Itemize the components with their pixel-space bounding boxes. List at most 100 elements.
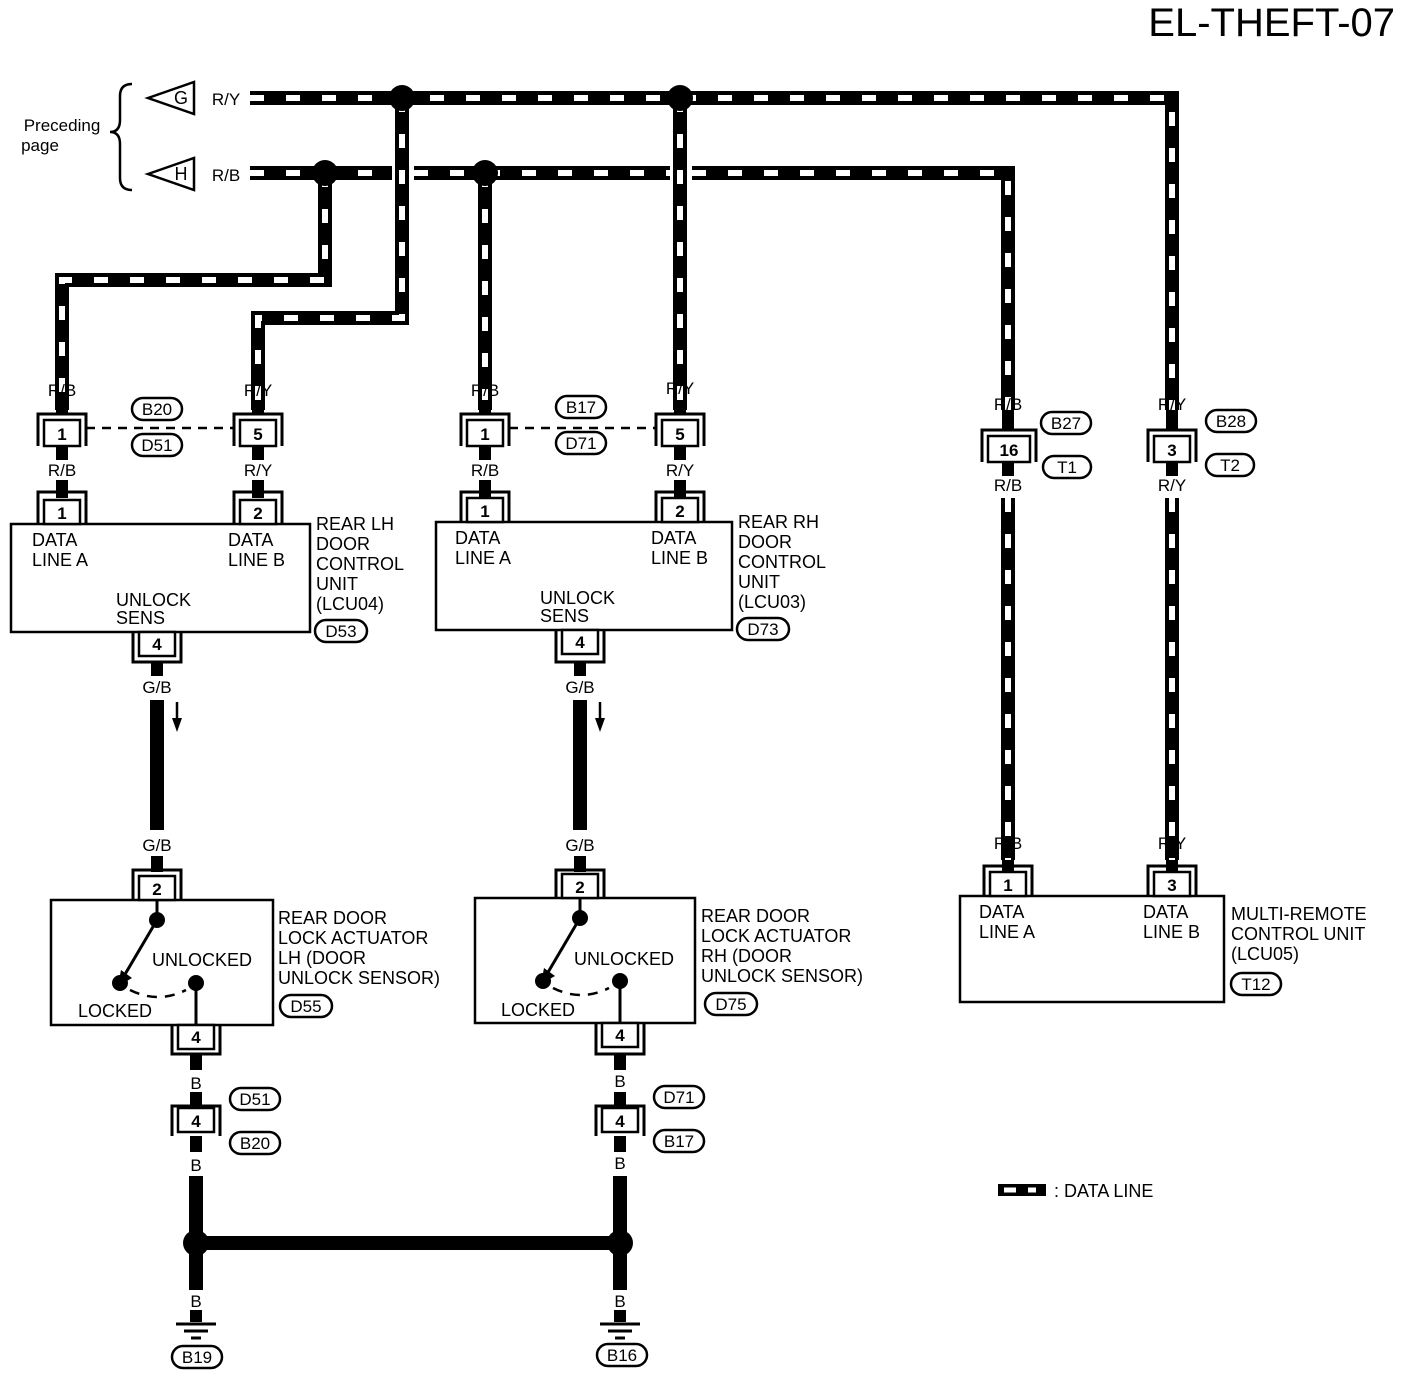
svg-text:4: 4 [615,1112,625,1131]
lcu05-pin-1: 1 [982,864,1034,898]
connector-d71-top: D71 [565,434,596,453]
wire-color-t1-rb-2: R/B [994,476,1022,495]
lcu03-pin-2: 2 [654,490,706,524]
splice-rb-2 [472,160,498,186]
svg-text:4: 4 [191,1028,201,1047]
lcu04-pin-1: 1 [36,490,88,526]
connector-d53: D53 [325,622,356,641]
lcu04-name-2: DOOR [316,534,370,554]
lcu04-data-b-label-2: LINE B [228,550,285,570]
terminal-g-label: G [174,88,188,108]
connector-d71-4: 4 [594,1104,646,1136]
svg-text:4: 4 [152,635,162,654]
lcu05-data-b-label-2: LINE B [1143,922,1200,942]
lcu04-name-3: CONTROL [316,554,404,574]
wire-color-rh-ry-1: R/Y [666,379,694,398]
current-arrow-rh [595,702,605,732]
svg-text:4: 4 [191,1112,201,1131]
actuator-rh-unlocked: UNLOCKED [574,949,674,969]
splice-ground-rh [607,1230,633,1256]
lcu04-data-a-label: DATA [32,530,77,550]
connector-d51-top: D51 [141,436,172,455]
data-line-ry-group [250,91,1179,860]
lcu04-box [9,522,312,634]
wire-color-lh-ry-2: R/Y [244,461,272,480]
splice-ry-2 [667,85,693,111]
lcu03-data-b-label: DATA [651,528,696,548]
connector-b28-3: 3 [1146,428,1198,464]
connector-d75: D75 [715,995,746,1014]
lcu04-pin-2: 2 [232,490,284,526]
svg-text:1: 1 [57,425,66,444]
svg-text:4: 4 [575,633,585,652]
lcu03-name-3: CONTROL [738,552,826,572]
wire-color-lh-b-1: B [190,1074,201,1093]
lcu04-name-5: (LCU04) [316,594,384,614]
lcu03-name-5: (LCU03) [738,592,806,612]
connector-id-pills [130,394,1283,1370]
connector-rh-1: 1 [459,412,511,448]
wire-color-rh-b-1: B [614,1072,625,1091]
wire-color-lh-rb-1: R/B [48,381,76,400]
connector-b16: B16 [607,1346,637,1365]
connector-d55: D55 [290,997,321,1016]
wire-color-lh-b-2: B [190,1156,201,1175]
data-line-rb-group [55,166,1015,860]
svg-text:3: 3 [1167,876,1176,895]
actuator-rh-pin-2: 2 [554,868,606,900]
actuator-lh-pin-4: 4 [170,1023,222,1056]
wire-color-rh-rb-2: R/B [471,461,499,480]
connector-d71-bottom: D71 [663,1088,694,1107]
lcu05-name-3: (LCU05) [1231,944,1299,964]
lcu04-data-a-label-2: LINE A [32,550,88,570]
wire-color-labels: R/B R/Y R/B R/Y R/B R/Y R/B R/Y R/B R/Y … [48,379,1186,1311]
connector-b28: B28 [1216,412,1246,431]
connector-b19: B19 [182,1348,212,1367]
terminal-h-arrow [144,156,196,192]
lcu05-pin-3: 3 [1146,864,1198,898]
splice-ground-lh [183,1230,209,1256]
lcu04-unlock-label: UNLOCK [116,590,191,610]
svg-text:4: 4 [615,1026,625,1045]
wire-color-lh-b-3: B [190,1292,201,1311]
actuator-lh-name-4: UNLOCK SENSOR) [278,968,440,988]
ground-symbol-rh [600,1322,640,1340]
connector-lh-5: 5 [232,412,284,448]
connector-t2: T2 [1220,456,1240,475]
svg-text:5: 5 [675,425,684,444]
switch-rh [535,898,628,1023]
connector-b27: B27 [1051,414,1081,433]
wire-color-rh-ry-2: R/Y [666,461,694,480]
legend-data-line-label: : DATA LINE [1054,1181,1153,1201]
connector-d51-4: 4 [170,1104,222,1136]
wire-color-lh-gb-2: G/B [142,836,171,855]
wire-color-t2-ry-2: R/Y [1158,476,1186,495]
terminal-h-label: H [175,164,188,184]
splice-rb-1 [312,160,338,186]
preceding-page-label: Preceding [24,116,101,135]
actuator-lh-name-1: REAR DOOR [278,908,387,928]
connector-d51-bottom: D51 [239,1090,270,1109]
lcu05-name-1: MULTI-REMOTE [1231,904,1367,924]
connector-b27-16: 16 [980,428,1038,464]
connector-b20-bottom: B20 [240,1134,270,1153]
wire-color-rh-gb-1: G/B [565,678,594,697]
actuator-rh-name-3: RH (DOOR [701,946,792,966]
svg-text:5: 5 [253,425,262,444]
actuator-lh-name-2: LOCK ACTUATOR [278,928,428,948]
ground-symbol-lh [176,1322,216,1340]
connector-b20-top: B20 [142,400,172,419]
actuator-rh-locked: LOCKED [501,1000,575,1020]
current-arrow-lh [172,702,182,732]
connector-t12: T12 [1241,975,1270,994]
lcu05-data-a-label-2: LINE A [979,922,1035,942]
page-title: EL-THEFT-07 [1148,1,1395,45]
lcu03-unlock-label-2: SENS [540,606,589,626]
svg-text:16: 16 [1000,441,1019,460]
wire-color-ry-top: R/Y [212,90,240,109]
actuator-rh-name-4: UNLOCK SENSOR) [701,966,863,986]
splice-ry-1 [389,85,415,111]
actuator-lh-locked: LOCKED [78,1001,152,1021]
wire-color-lcu05-rb: R/B [994,834,1022,853]
